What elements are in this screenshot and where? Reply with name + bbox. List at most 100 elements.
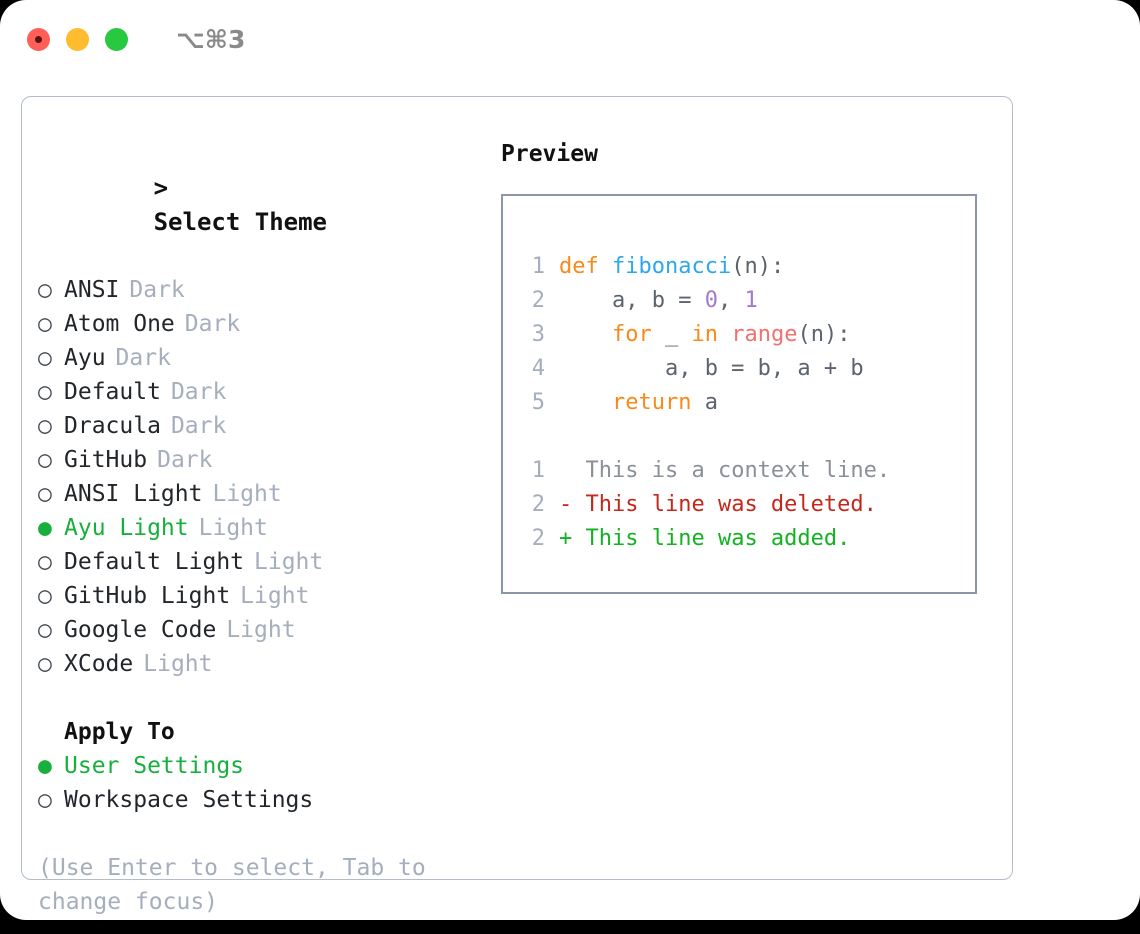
- theme-variant-tag: Light: [143, 651, 213, 677]
- code-token-num: 1: [744, 288, 758, 313]
- code-line: 4 a, b = b, a + b: [521, 352, 967, 386]
- apply-to-option-workspace-settings[interactable]: ○Workspace Settings: [38, 783, 468, 817]
- code-token-pln: a, b = b, a + b: [559, 356, 864, 381]
- code-text: def fibonacci(n):: [559, 250, 784, 284]
- radio-unselected-icon: ○: [38, 787, 52, 813]
- code-token-pln: [559, 322, 612, 347]
- diff-content: This line was deleted.: [585, 492, 877, 517]
- code-text: a, b = 0, 1: [559, 284, 758, 318]
- radio-selected-icon: ●: [38, 515, 52, 541]
- line-number: 3: [531, 322, 545, 347]
- code-line: 3 for _ in range(n):: [521, 318, 967, 352]
- traffic-light-controls: [27, 27, 128, 51]
- theme-name-label: Default Light: [64, 549, 245, 575]
- radio-unselected-icon: ○: [38, 617, 52, 643]
- code-token-fn: fibonacci: [611, 254, 732, 279]
- select-theme-heading: > Select Theme: [38, 137, 468, 273]
- diff-line-add: 2 + This line was added.: [521, 522, 967, 556]
- theme-variant-tag: Dark: [115, 345, 171, 371]
- diff-line-del: 2- This line was deleted.: [521, 488, 967, 522]
- theme-variant-tag: Dark: [170, 379, 227, 405]
- line-number: 2: [531, 492, 545, 517]
- select-theme-label: Select Theme: [153, 208, 327, 236]
- apply-to-list: ● User Settings ○Workspace Settings: [38, 749, 468, 817]
- code-token-num: 0: [704, 288, 718, 313]
- theme-name-label: Ayu: [64, 345, 106, 371]
- diff-content: This line was added.: [585, 526, 851, 551]
- apply-to-label: User Settings: [64, 753, 245, 779]
- theme-name-label: ANSI Light: [64, 481, 203, 507]
- line-number: 2: [531, 526, 545, 551]
- theme-option-ansi-light[interactable]: ○ ANSI Light Light: [38, 477, 468, 511]
- diff-sign: -: [559, 492, 573, 517]
- apply-to-option-user-settings[interactable]: ● User Settings: [38, 749, 468, 783]
- radio-unselected-icon: ○: [38, 549, 52, 575]
- code-token-kw: for: [611, 322, 652, 347]
- diff-content: This is a context line.: [585, 458, 891, 483]
- theme-option-default[interactable]: ○ Default Dark: [38, 375, 468, 409]
- diff-text: + This line was added.: [559, 522, 850, 556]
- radio-selected-icon: ●: [38, 753, 52, 779]
- radio-unselected-icon: ○: [38, 277, 52, 303]
- diff-sign: [559, 458, 572, 483]
- radio-unselected-icon: ○: [38, 345, 52, 371]
- theme-option-ayu[interactable]: ○ Ayu Dark: [38, 341, 468, 375]
- theme-name-label: GitHub Light: [64, 583, 231, 609]
- code-token-pln: _: [651, 322, 692, 347]
- code-token-kw: return: [611, 390, 692, 415]
- radio-unselected-icon: ○: [38, 651, 52, 677]
- line-number: 2: [531, 288, 545, 313]
- theme-variant-tag: Light: [212, 481, 282, 507]
- radio-unselected-icon: ○: [38, 379, 52, 405]
- radio-unselected-icon: ○: [38, 413, 52, 439]
- close-window-icon[interactable]: [27, 27, 50, 51]
- theme-option-google-code[interactable]: ○ Google Code Light: [38, 613, 468, 647]
- minimize-window-icon[interactable]: [66, 27, 89, 51]
- code-token-pln: (n):: [731, 254, 785, 279]
- code-token-call: range: [731, 322, 798, 347]
- theme-name-label: Google Code: [64, 617, 217, 643]
- theme-variant-tag: Light: [226, 617, 296, 643]
- code-token-pln: (n):: [797, 322, 851, 347]
- code-token-pln: ,: [717, 288, 745, 313]
- theme-name-label: GitHub: [64, 447, 148, 473]
- focus-caret-icon: >: [153, 174, 169, 202]
- radio-unselected-icon: ○: [38, 311, 52, 337]
- title-bar: ⌥⌘3: [0, 0, 1140, 78]
- theme-name-label: ANSI: [64, 277, 120, 303]
- code-text: return a: [559, 386, 718, 420]
- diff-text: This is a context line.: [559, 454, 891, 488]
- theme-option-ansi[interactable]: ○ ANSI Dark: [38, 273, 468, 307]
- radio-unselected-icon: ○: [38, 481, 52, 507]
- theme-name-label: Default: [64, 379, 161, 405]
- code-line: 5 return a: [521, 386, 967, 420]
- code-text: for _ in range(n):: [559, 318, 850, 352]
- theme-name-label: Atom One: [64, 311, 175, 337]
- maximize-window-icon[interactable]: [105, 27, 128, 51]
- diff-lines: 1 This is a context line.2- This line wa…: [521, 454, 967, 556]
- code-token-kw: in: [691, 322, 718, 347]
- keyboard-shortcut-badge: ⌥⌘3: [176, 24, 246, 54]
- theme-name-label: Dracula: [64, 413, 161, 439]
- theme-variant-tag: Dark: [129, 277, 185, 303]
- line-number: 5: [531, 390, 545, 415]
- diff-line-ctx: 1 This is a context line.: [521, 454, 967, 488]
- code-line: 2 a, b = 0, 1: [521, 284, 967, 318]
- code-token-pln: a: [691, 390, 718, 415]
